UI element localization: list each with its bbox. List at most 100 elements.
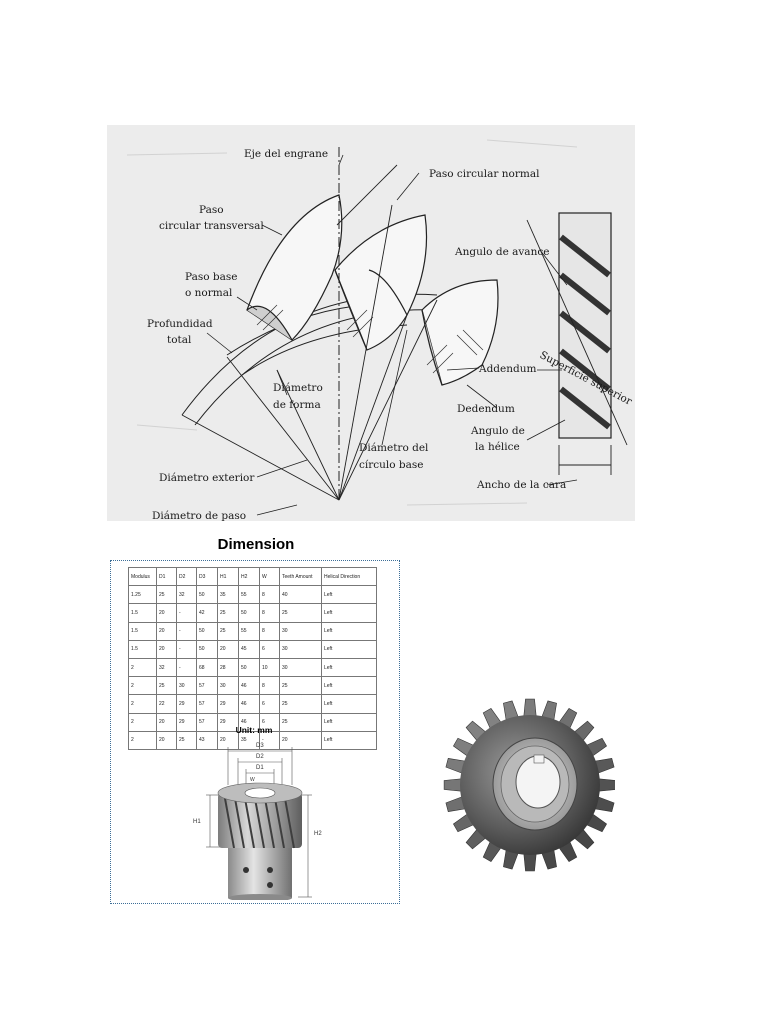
fig-label-d2: D2	[256, 754, 264, 760]
table-cell: 32	[176, 585, 197, 605]
table-cell: 2	[128, 676, 157, 696]
label-diametro: Diámetro	[273, 382, 323, 394]
label-angulo-avance: Angulo de avance	[454, 246, 549, 258]
table-cell: 20	[156, 712, 177, 732]
table-cell: Left	[321, 603, 377, 623]
table-cell: 2	[128, 730, 157, 750]
dimensioned-gear-svg: D3 D2 D1 W H1 H2	[193, 743, 322, 902]
header-d1: D1	[156, 566, 177, 587]
table-cell: 10	[259, 657, 280, 678]
table-cell: 25	[156, 585, 177, 605]
table-cell: 20	[156, 621, 177, 641]
table-cell: 42	[196, 603, 218, 623]
label-diametro-paso: Diámetro de paso	[152, 510, 246, 521]
table-cell: 29	[217, 694, 239, 714]
table-cell: 2	[128, 712, 157, 732]
table-cell: 50	[238, 603, 260, 623]
table-cell: 50	[196, 585, 218, 605]
label-diametro-del: Diámetro del	[359, 442, 429, 454]
table-cell: 46	[238, 694, 260, 714]
label-o-normal: o normal	[185, 287, 233, 299]
table-cell: Left	[321, 657, 377, 678]
gear-keyway	[533, 754, 545, 764]
table-cell: 55	[238, 585, 260, 605]
table-cell: 25	[217, 603, 239, 623]
table-cell: Left	[321, 639, 377, 659]
table-cell: 57	[196, 676, 218, 696]
gear-hub	[228, 848, 292, 898]
table-cell: 30	[279, 621, 322, 641]
table-cell: 28	[217, 657, 239, 678]
header-h1: H1	[217, 566, 239, 587]
table-cell: -	[176, 657, 197, 678]
table-cell: 20	[156, 639, 177, 659]
header-h2: H2	[238, 566, 260, 587]
helical-gear-photo-svg	[443, 698, 617, 872]
dimension-table: Modulus D1 D2 D3 H1 H2 W Teeth Amount He…	[128, 566, 377, 750]
table-cell: 1.5	[128, 639, 157, 659]
table-cell: 25	[279, 694, 322, 714]
table-cell: 50	[196, 639, 218, 659]
table-cell: 29	[176, 712, 197, 732]
table-cell: 25	[279, 603, 322, 623]
label-eje: Eje del engrane	[244, 148, 328, 160]
dimension-box	[110, 560, 400, 904]
gear-bore	[515, 755, 561, 809]
label-paso-base: Paso base	[185, 271, 238, 283]
table-cell: 55	[238, 621, 260, 641]
table-cell: 20	[156, 730, 177, 750]
fig-label-h1: H1	[193, 819, 201, 825]
table-cell: -	[176, 621, 197, 641]
table-header-row: Modulus D1 D2 D3 H1 H2 W Teeth Amount He…	[128, 566, 377, 587]
label-total: total	[167, 334, 192, 346]
table-cell: 2	[128, 657, 157, 678]
tooth-side-view	[526, 212, 628, 475]
table-cell: 8	[259, 585, 280, 605]
table-cell: 8	[259, 621, 280, 641]
label-addendum: Addendum	[478, 363, 536, 375]
table-cell: 30	[279, 639, 322, 659]
dimensioned-gear-figure: D3 D2 D1 W H1 H2	[190, 735, 330, 902]
table-cell: 68	[196, 657, 218, 678]
fig-label-h2: H2	[314, 831, 322, 837]
helical-gear-nomenclature-drawing: Eje del engrane Paso circular normal Pas…	[107, 125, 635, 521]
table-cell: Left	[321, 712, 377, 732]
table-cell: 8	[259, 676, 280, 696]
table-cell: 30	[176, 676, 197, 696]
table-cell: 6	[259, 639, 280, 659]
label-diametro-exterior: Diámetro exterior	[159, 472, 255, 484]
label-circulo-base: círculo base	[359, 459, 424, 471]
table-cell: 2	[128, 694, 157, 714]
table-cell: 30	[217, 676, 239, 696]
table-cell: 50	[238, 657, 260, 678]
header-d3: D3	[196, 566, 218, 587]
label-de-forma: de forma	[273, 399, 321, 411]
header-helical-direction: Helical Direction	[321, 566, 377, 587]
table-cell: 57	[196, 694, 218, 714]
table-cell: 6	[259, 694, 280, 714]
table-cell: -	[176, 603, 197, 623]
table-cell: 1.5	[128, 603, 157, 623]
table-cell: 50	[196, 621, 218, 641]
gear-tooth-3	[421, 279, 499, 386]
table-cell: 30	[279, 657, 322, 678]
table-cell: 20	[217, 639, 239, 659]
table-cell: Left	[321, 676, 377, 696]
header-teeth-amount: Teeth Amount	[279, 566, 322, 587]
helical-gear-photo	[440, 680, 617, 890]
unit-label: Unit: mm	[235, 725, 273, 735]
label-dedendum: Dedendum	[457, 403, 515, 415]
gear-tooth-1	[246, 194, 343, 341]
drawing-svg: Eje del engrane Paso circular normal Pas…	[126, 139, 635, 521]
table-cell: 22	[156, 694, 177, 714]
label-circular-transversal: circular transversal	[159, 220, 264, 232]
label-angulo-de: Angulo de	[470, 425, 525, 437]
